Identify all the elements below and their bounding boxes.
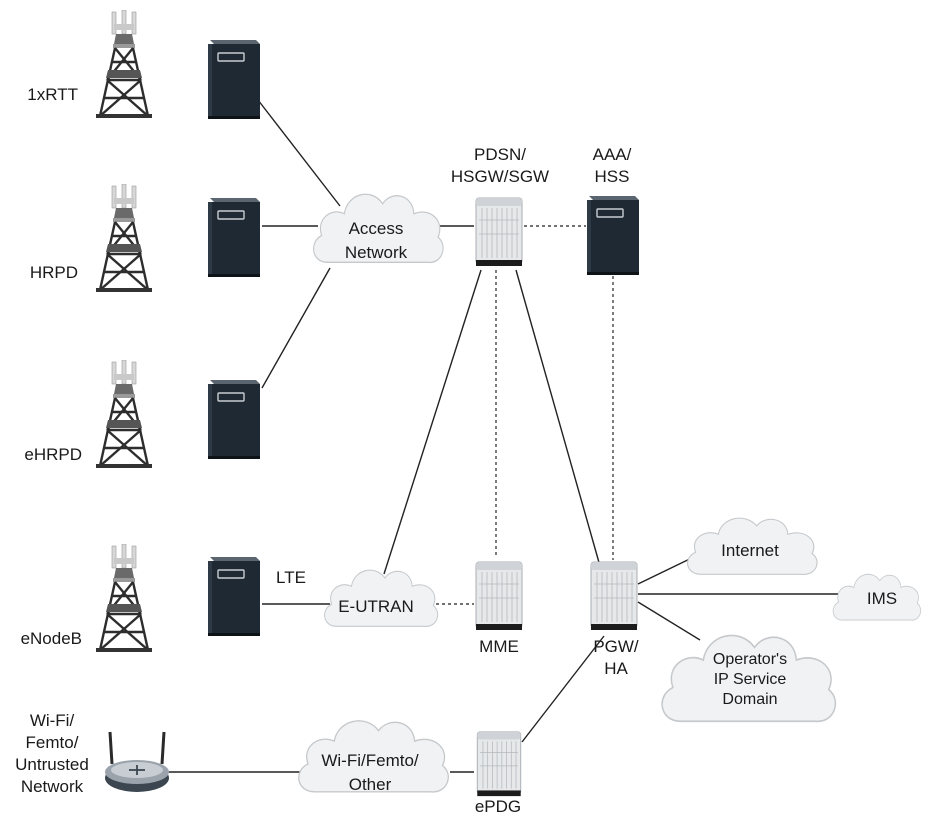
wifi-router-icon: [103, 730, 171, 794]
link-epdg-pgw: [521, 635, 605, 743]
link-pdsn-eutran: [383, 269, 482, 575]
lte-label: LTE: [276, 568, 306, 587]
node-pgw-line2: HA: [604, 659, 628, 678]
tower-label-hrpd: HRPD: [30, 263, 78, 282]
cloud-operator-line3: Domain: [722, 691, 777, 708]
cloud-ims: IMS: [867, 589, 897, 608]
node-pgw-line1: PGW/: [593, 637, 639, 656]
connections: [168, 99, 838, 773]
cell-tower-icon: [94, 544, 154, 654]
cell-tower-icon: [94, 10, 154, 120]
cloud-operator-line2: IP Service: [714, 671, 787, 688]
link-pdsn-pgw: [515, 269, 601, 567]
server-icon: [586, 195, 640, 276]
router-chassis-icon: [476, 731, 522, 797]
server-icon: [207, 39, 261, 120]
link-server1-access: [257, 99, 341, 207]
link-server3-access: [261, 267, 331, 389]
server-icon: [207, 379, 261, 460]
node-epdg: ePDG: [475, 797, 521, 816]
node-pdsn-line1: PDSN/: [474, 145, 526, 164]
server-icon: [207, 556, 261, 637]
router-chassis-icon: [475, 197, 523, 267]
router-chassis-icon: [475, 561, 523, 631]
cloud-internet: Internet: [721, 541, 779, 560]
tower-label-enodeb: eNodeB: [21, 629, 82, 648]
cloud-operator-line1: Operator's: [713, 651, 787, 668]
dashed-connections: [436, 225, 614, 605]
link-pgw-operator: [637, 601, 701, 641]
cloud-wifi-line2: Other: [349, 775, 392, 794]
node-pdsn-line2: HSGW/SGW: [451, 167, 549, 186]
node-aaa-line2: HSS: [595, 167, 630, 186]
router-label-line1: Wi-Fi/: [30, 711, 75, 730]
cloud-access-network-line1: Access: [349, 219, 404, 238]
cloud-access-network-line2: Network: [345, 243, 408, 262]
tower-label-1xrtt: 1xRTT: [27, 85, 78, 104]
cell-tower-icon: [94, 184, 154, 294]
router-label-line3: Untrusted: [15, 755, 89, 774]
router-label-line2: Femto/: [26, 733, 79, 752]
router-chassis-icon: [590, 561, 638, 631]
cloud-e-utran: E-UTRAN: [338, 597, 414, 616]
node-mme: MME: [479, 637, 519, 656]
cloud-wifi-line1: Wi-Fi/Femto/: [321, 751, 419, 770]
server-icon: [207, 197, 261, 278]
node-aaa-line1: AAA/: [593, 145, 632, 164]
router-label-line4: Network: [21, 777, 84, 796]
tower-label-ehrpd: eHRPD: [24, 445, 82, 464]
cell-tower-icon: [94, 360, 154, 470]
